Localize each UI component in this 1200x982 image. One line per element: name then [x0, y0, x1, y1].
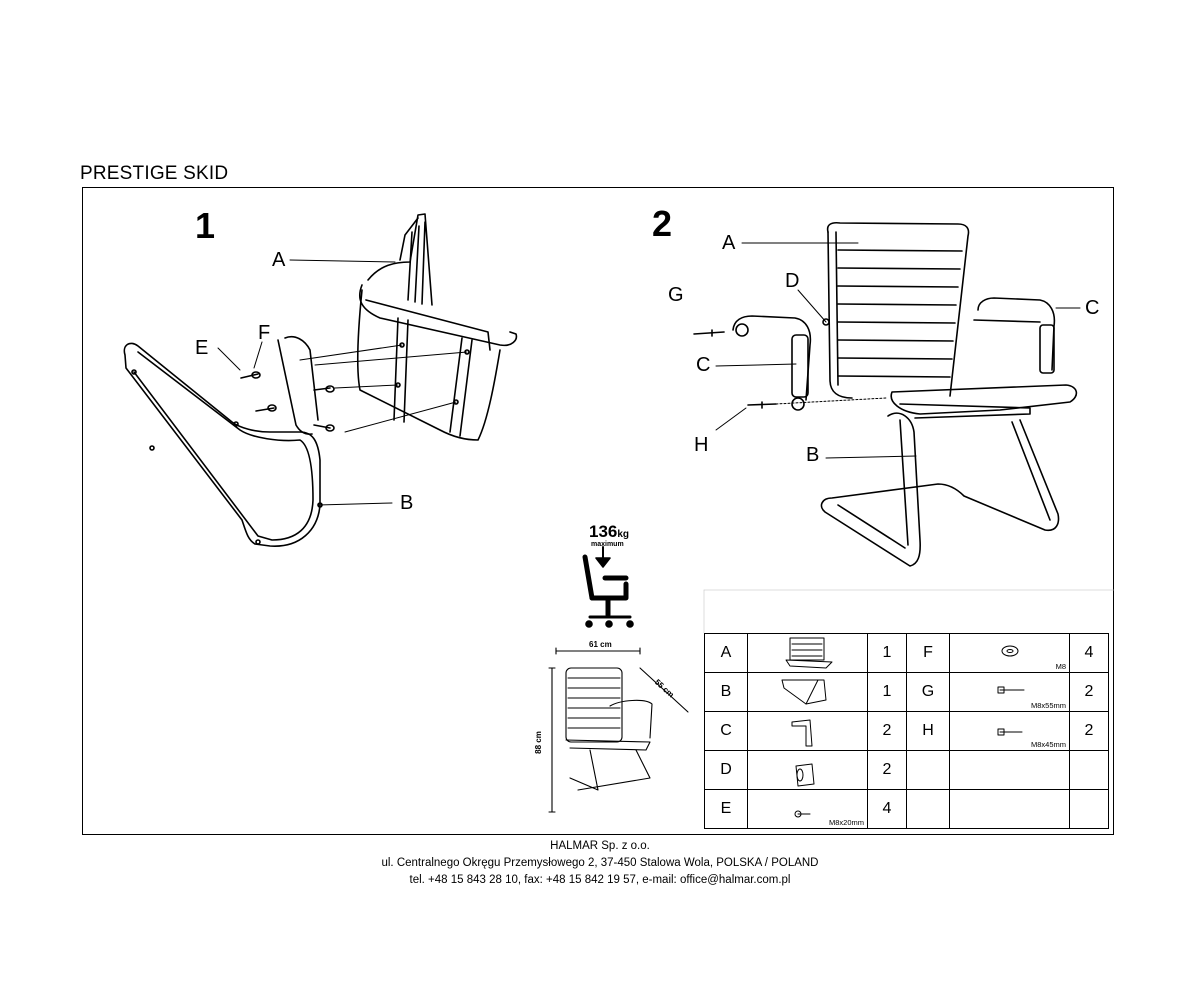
part-letter	[906, 789, 950, 829]
part-spec: M8	[1055, 662, 1066, 671]
dimensions-diagram	[548, 647, 689, 813]
step2-seat-drawing	[890, 384, 1078, 419]
step2-label-a: A	[722, 232, 736, 254]
part-quantity: 2	[867, 750, 907, 790]
part-letter: C	[704, 711, 748, 751]
load-value: 136	[589, 522, 618, 541]
load-capacity-label: 136kg	[589, 522, 629, 542]
part-quantity	[1069, 789, 1109, 829]
part-quantity: 2	[1069, 711, 1109, 751]
part-letter: G	[906, 672, 950, 712]
load-note: maximum	[591, 541, 624, 548]
dimension-width: 61 cm	[589, 640, 612, 649]
step2-label-g: G	[668, 284, 684, 306]
dimension-height: 88 cm	[533, 731, 543, 754]
part-illustration: M8x55mm	[949, 672, 1070, 712]
part-quantity	[1069, 750, 1109, 790]
footer-contact: tel. +48 15 843 28 10, fax: +48 15 842 1…	[409, 874, 791, 886]
step1-assembly-lines	[299, 344, 468, 433]
step1-label-f: F	[258, 322, 271, 344]
step2-label-c-left: C	[696, 354, 711, 376]
part-quantity: 2	[1069, 672, 1109, 712]
step-1-number: 1	[195, 205, 216, 246]
part-letter: H	[906, 711, 950, 751]
step1-screws	[240, 371, 335, 432]
part-letter: A	[704, 633, 748, 673]
step2-label-d: D	[785, 270, 800, 292]
part-spec: M8x55mm	[1030, 701, 1066, 710]
step1-label-e: E	[195, 337, 209, 359]
part-letter: F	[906, 633, 950, 673]
part-quantity: 4	[1069, 633, 1109, 673]
part-quantity: 1	[867, 633, 907, 673]
part-illustration	[949, 750, 1070, 790]
step2-backrest-drawing	[826, 221, 970, 399]
part-illustration	[747, 633, 868, 673]
step2-label-h: H	[694, 434, 709, 456]
step2-label-c-right: C	[1085, 297, 1100, 319]
step1-base-drawing	[123, 335, 323, 547]
part-quantity: 1	[867, 672, 907, 712]
footer-company: HALMAR Sp. z o.o.	[550, 840, 650, 852]
part-illustration	[747, 672, 868, 712]
document-title: PRESTIGE SKID	[80, 163, 229, 184]
load-capacity-icon	[582, 546, 634, 628]
instruction-frame	[82, 187, 1114, 835]
part-illustration	[949, 789, 1070, 829]
step2-base-drawing	[820, 412, 1060, 567]
step1-seat-drawing	[357, 213, 518, 441]
part-illustration: M8x20mm	[747, 789, 868, 829]
step2-leader-lines	[715, 242, 1081, 459]
part-quantity: 2	[867, 711, 907, 751]
part-illustration: M8	[949, 633, 1070, 673]
part-illustration	[747, 711, 868, 751]
load-unit: kg	[617, 529, 630, 540]
footer-address: ul. Centralnego Okręgu Przemysłowego 2, …	[381, 857, 819, 869]
step1-label-a: A	[272, 249, 286, 271]
part-letter: B	[704, 672, 748, 712]
step2-label-b: B	[806, 444, 820, 466]
part-illustration	[747, 750, 868, 790]
part-quantity: 4	[867, 789, 907, 829]
part-spec: M8x20mm	[828, 818, 864, 827]
step1-label-b: B	[400, 492, 414, 514]
step-2-number: 2	[652, 203, 673, 244]
step2-screws	[693, 318, 830, 409]
step1-leader-lines	[217, 259, 396, 506]
part-illustration: M8x45mm	[949, 711, 1070, 751]
part-letter: E	[704, 789, 748, 829]
part-spec: M8x45mm	[1030, 740, 1066, 749]
part-letter	[906, 750, 950, 790]
part-letter: D	[704, 750, 748, 790]
step2-armrests-drawing	[732, 297, 1056, 411]
